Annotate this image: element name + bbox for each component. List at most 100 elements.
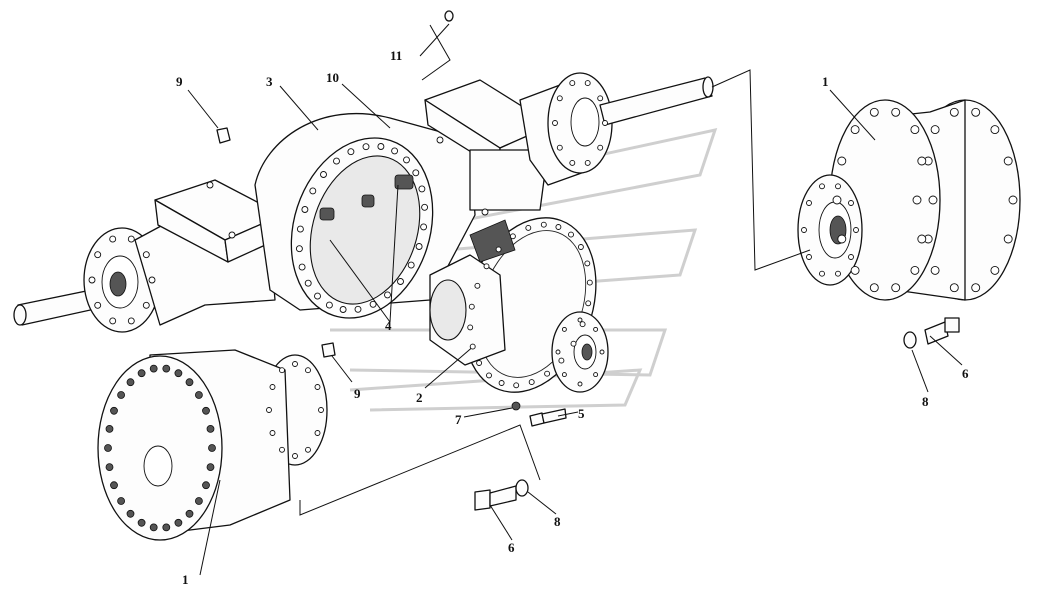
bolt-hole <box>339 306 347 313</box>
bolt-hole <box>569 159 576 166</box>
callouts: 1 1 2 3 4 5 6 6 7 8 8 9 9 10 11 <box>176 48 969 587</box>
bolt-hole <box>577 317 583 323</box>
bolt-hole <box>917 156 927 166</box>
bolt-hole <box>418 185 426 193</box>
bolt-hole <box>202 481 210 490</box>
bolt-hole <box>185 509 194 518</box>
bolt-hole <box>185 378 194 387</box>
bolt-hole <box>206 424 215 433</box>
callout-8-bottom: 8 <box>554 514 561 529</box>
bolt-hole <box>347 148 355 156</box>
wheel-hub-right <box>797 99 1021 301</box>
bolt-hole <box>127 317 135 325</box>
bolt-hole <box>126 378 135 387</box>
bolt-hole <box>577 244 584 250</box>
bolt-hole <box>569 80 576 87</box>
bolt-hole <box>597 144 604 151</box>
bolt-hole <box>558 357 565 364</box>
bolt-hole <box>109 317 117 325</box>
bolt-hole <box>110 481 118 490</box>
bolt-hole <box>127 235 135 243</box>
bolt-hole <box>850 125 860 135</box>
bolt-hole <box>584 159 591 166</box>
bolt-hole <box>585 300 592 307</box>
bolt-hole <box>579 321 586 328</box>
bolt-hole <box>540 221 547 228</box>
bolt-hole <box>474 282 481 289</box>
bolt-hole <box>369 300 377 308</box>
bolt-hole <box>194 391 203 399</box>
bolt-hole <box>149 364 158 373</box>
bolt-hole <box>295 245 303 253</box>
bolt-hole <box>126 509 135 518</box>
bolt-hole <box>930 125 940 135</box>
bolt-hole <box>469 343 476 350</box>
callout-2: 2 <box>416 390 423 405</box>
bolt-hole <box>468 303 475 310</box>
bolt-hole <box>269 384 276 390</box>
bolt-hole <box>869 283 879 293</box>
bolt-hole <box>476 360 483 366</box>
bolt-hole <box>848 254 854 260</box>
bolt-holes <box>88 80 1018 532</box>
callout-6-bottom: 6 <box>508 540 515 555</box>
bolt-hole <box>486 372 492 379</box>
bolt-hole <box>556 95 563 102</box>
bolt-hole <box>584 80 591 87</box>
bolt-hole <box>568 231 574 238</box>
bolt-hole <box>325 301 333 309</box>
bolt-hole <box>835 270 841 277</box>
callout-10: 10 <box>326 70 339 85</box>
bolt-hole <box>971 107 981 117</box>
bolt-hole <box>305 367 311 374</box>
bolt-hole <box>819 183 825 190</box>
bolt-hole <box>420 223 428 231</box>
bolt-hole <box>577 381 583 387</box>
bolt-hole <box>266 407 272 413</box>
bolt-hole <box>301 206 309 213</box>
bolt-hole <box>162 364 171 373</box>
bolt-hole <box>556 144 563 151</box>
bolt-hole <box>1008 195 1018 205</box>
bolt-hole <box>415 243 423 250</box>
bolt-hole <box>990 125 1000 135</box>
callout-3: 3 <box>266 74 273 89</box>
bolt-hole <box>848 200 854 206</box>
bolt-hole <box>910 265 920 275</box>
axle-housing <box>13 72 714 333</box>
bolt-hole <box>584 260 591 267</box>
bolt-hole <box>593 326 599 332</box>
bolt-hole <box>94 251 102 259</box>
bolt-hole <box>555 349 561 355</box>
bolt-hole <box>971 283 981 293</box>
bolt-hole <box>377 143 385 150</box>
bolt-hole <box>869 107 879 117</box>
bolt-hole <box>117 497 125 505</box>
callout-8-right: 8 <box>922 394 929 409</box>
bolt-hole <box>88 276 96 284</box>
bolt-hole <box>528 379 535 386</box>
bolt-hole <box>891 107 901 117</box>
bolt-hole <box>314 430 321 436</box>
callout-9-center: 9 <box>354 386 361 401</box>
bolt-hole <box>279 446 285 453</box>
bolt-hole <box>930 265 940 275</box>
bolt-hole <box>853 227 859 233</box>
bolt-hole <box>525 224 532 231</box>
callout-4: 4 <box>385 318 392 333</box>
bolt-hole <box>174 518 183 527</box>
bolt-hole <box>467 324 474 331</box>
bolt-hole <box>174 369 183 378</box>
bolt-hole <box>910 125 920 135</box>
bolt-hole <box>162 523 171 532</box>
bolt-hole <box>149 523 158 532</box>
bolt-hole <box>819 270 825 277</box>
bolt-hole <box>94 301 102 309</box>
bolt-hole <box>544 370 551 377</box>
bolt-hole <box>561 372 567 378</box>
bolt-hole <box>117 391 125 399</box>
bolt-hole <box>552 120 558 126</box>
bolt-hole <box>891 283 901 293</box>
bolt-hole <box>832 195 842 205</box>
